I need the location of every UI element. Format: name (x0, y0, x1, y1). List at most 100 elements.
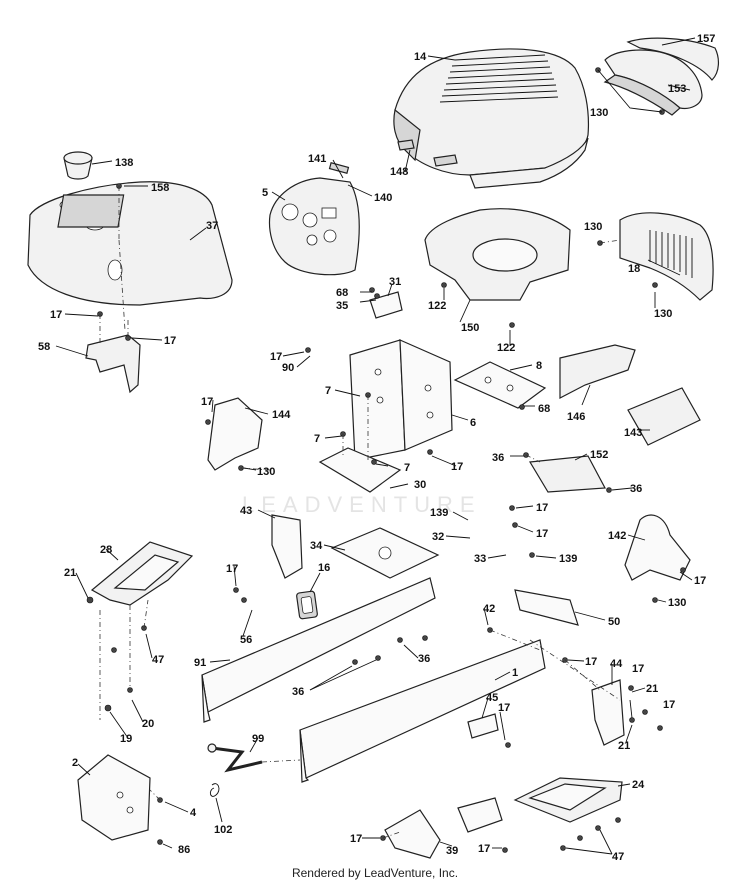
plate-part-34 (330, 527, 440, 579)
clip-part-102 (209, 783, 220, 797)
callout-33: 33 (474, 553, 486, 565)
callout-36: 36 (292, 686, 304, 698)
frame-rail-part-91 (201, 577, 436, 723)
callout-45: 45 (486, 692, 498, 704)
bracket-part-45 (467, 713, 499, 739)
callout-68: 68 (336, 287, 348, 299)
bracket-part-43 (271, 514, 303, 579)
callout-99: 99 (252, 733, 264, 745)
rod-part-99 (207, 743, 263, 773)
callout-17: 17 (226, 563, 238, 575)
callout-17: 17 (632, 663, 644, 675)
callout-144: 144 (272, 409, 291, 421)
bracket-part-144 (207, 397, 263, 471)
callout-17: 17 (536, 502, 548, 514)
callout-130: 130 (668, 597, 686, 609)
callout-122: 122 (428, 300, 446, 312)
callout-32: 32 (432, 531, 444, 543)
callout-17: 17 (350, 833, 362, 845)
callout-17: 17 (536, 528, 548, 540)
callout-43: 43 (240, 505, 252, 517)
callout-39: 39 (446, 845, 458, 857)
callout-138: 138 (115, 157, 133, 169)
callout-5: 5 (262, 187, 268, 199)
assembly-lines (99, 186, 621, 839)
callout-7: 7 (404, 462, 410, 474)
leader-lines (55, 37, 696, 855)
callout-36: 36 (630, 483, 642, 495)
callout-28: 28 (100, 544, 112, 556)
callout-30: 30 (414, 479, 426, 491)
grille-cover-part-153 (603, 49, 703, 116)
dashboard-part-37 (27, 181, 233, 306)
callout-158: 158 (151, 182, 169, 194)
callout-16: 16 (318, 562, 330, 574)
watermark-text: LEADVENTURE (242, 492, 482, 517)
dash-panel-part-5 (268, 162, 360, 276)
callout-148: 148 (390, 166, 408, 178)
callout-14: 14 (414, 51, 427, 63)
callout-141: 141 (308, 153, 326, 165)
callout-139: 139 (559, 553, 577, 565)
callout-2: 2 (72, 757, 78, 769)
plate-part-8 (453, 361, 547, 409)
callout-17: 17 (498, 702, 510, 714)
callout-7: 7 (325, 385, 331, 397)
callout-140: 140 (374, 192, 392, 204)
callout-47: 47 (152, 654, 164, 666)
side-panel-part-146 (559, 344, 636, 399)
callout-19: 19 (120, 733, 132, 745)
callout-21: 21 (618, 740, 630, 752)
callout-130: 130 (654, 308, 672, 320)
footrest-part-28 (90, 541, 194, 606)
footrest-part-24 (513, 777, 623, 823)
callout-labels: 14 157 153 130 148 141 140 5 138 158 37 … (38, 33, 715, 863)
callout-152: 152 (590, 449, 608, 461)
callout-20: 20 (142, 718, 154, 730)
bracket-part-2 (77, 754, 151, 841)
callout-56: 56 (240, 634, 252, 646)
cup-holder-part-138 (63, 151, 93, 180)
tank-cover-part-150 (424, 208, 571, 301)
hood-part-14 (393, 48, 590, 189)
callout-153: 153 (668, 83, 686, 95)
callout-18: 18 (628, 263, 640, 275)
side-panel-part-143 (627, 387, 701, 446)
callout-31: 31 (389, 276, 401, 288)
callout-42: 42 (483, 603, 495, 615)
callout-142: 142 (608, 530, 626, 542)
callout-68: 68 (538, 403, 550, 415)
callout-36: 36 (492, 452, 504, 464)
callout-17: 17 (451, 461, 463, 473)
callout-24: 24 (632, 779, 645, 791)
callout-47: 47 (612, 851, 624, 863)
callout-130: 130 (257, 466, 275, 478)
callout-17: 17 (585, 656, 597, 668)
callout-17: 17 (478, 843, 490, 855)
callout-86: 86 (178, 844, 190, 856)
callout-8: 8 (536, 360, 542, 372)
callout-50: 50 (608, 616, 620, 628)
callout-130: 130 (584, 221, 602, 233)
callout-4: 4 (190, 807, 197, 819)
callout-143: 143 (624, 427, 642, 439)
callout-17: 17 (164, 335, 176, 347)
callout-17: 17 (270, 351, 282, 363)
callout-7: 7 (314, 433, 320, 445)
callout-102: 102 (214, 824, 232, 836)
callout-150: 150 (461, 322, 479, 334)
grommet-part-16 (296, 590, 318, 620)
firewall-part-6 (349, 339, 453, 461)
trim-part-157 (626, 37, 719, 81)
callout-157: 157 (697, 33, 715, 45)
pedal-bracket-part-142 (624, 514, 691, 581)
footer-credit: Rendered by LeadVenture, Inc. (291, 866, 459, 880)
callout-21: 21 (64, 567, 76, 579)
callout-6: 6 (470, 417, 476, 429)
bracket-part-44 (591, 679, 625, 746)
callout-1: 1 (512, 667, 518, 679)
callout-130: 130 (590, 107, 608, 119)
battery-cover-part-152 (529, 455, 606, 493)
grille-part-18 (619, 212, 714, 301)
